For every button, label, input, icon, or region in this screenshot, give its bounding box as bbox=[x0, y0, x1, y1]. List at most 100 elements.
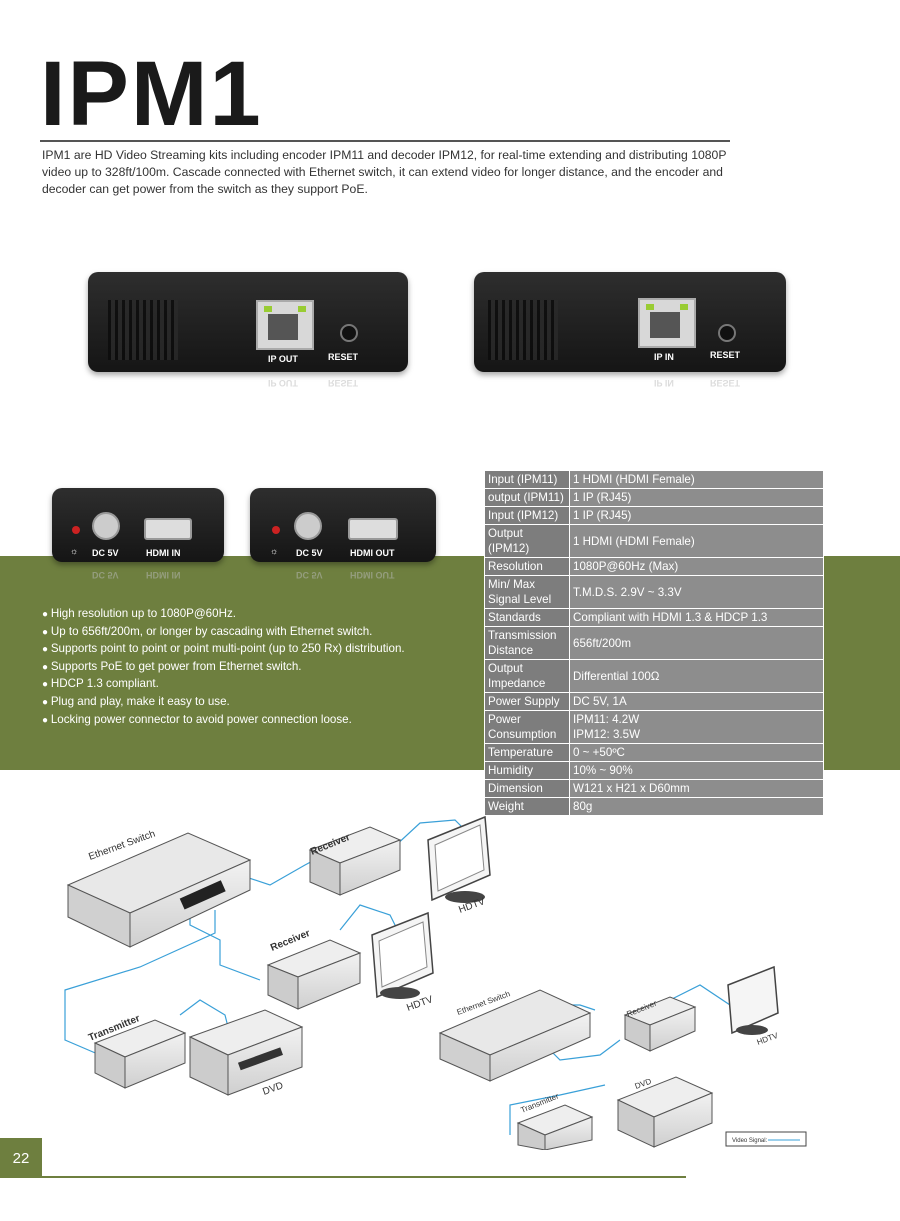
encoder-rear-photo: ☼ DC 5V HDMI IN DC 5V HDMI IN bbox=[52, 488, 224, 580]
dc-reflection: DC 5V bbox=[296, 570, 323, 580]
ip-out-label: IP OUT bbox=[268, 354, 298, 364]
list-item: Supports PoE to get power from Ethernet … bbox=[42, 659, 462, 677]
spec-table: Input (IPM11)1 HDMI (HDMI Female)output … bbox=[484, 470, 824, 816]
list-item: Plug and play, make it easy to use. bbox=[42, 694, 462, 712]
dvd-label: DVD bbox=[261, 1080, 285, 1098]
spec-value: 1 IP (RJ45) bbox=[569, 506, 824, 525]
list-item: Up to 656ft/200m, or longer by cascading… bbox=[42, 624, 462, 642]
spec-value: T.M.D.S. 2.9V ~ 3.3V bbox=[569, 575, 824, 609]
spec-key: Transmission Distance bbox=[484, 626, 570, 660]
list-item: Locking power connector to avoid power c… bbox=[42, 712, 462, 730]
receiver-icon bbox=[266, 939, 362, 1010]
spec-key: Standards bbox=[484, 608, 570, 627]
hdmi-port-icon bbox=[348, 518, 398, 540]
page-title: IPM1 bbox=[40, 43, 263, 145]
hdmi-in-reflection: HDMI IN bbox=[146, 570, 181, 580]
hdtv-icon bbox=[727, 965, 779, 1035]
intro-paragraph: IPM1 are HD Video Streaming kits includi… bbox=[42, 148, 727, 196]
dc-label: DC 5V bbox=[92, 548, 119, 558]
transmitter-icon bbox=[93, 1019, 187, 1089]
transmitter-icon bbox=[516, 1104, 594, 1150]
dc-jack-icon bbox=[92, 512, 120, 540]
hdmi-out-label: HDMI OUT bbox=[350, 548, 395, 558]
table-row: Input (IPM11)1 HDMI (HDMI Female) bbox=[484, 470, 824, 489]
spec-key: output (IPM11) bbox=[484, 488, 570, 507]
reset-label: RESET bbox=[710, 350, 741, 360]
spec-value: DC 5V, 1A bbox=[569, 692, 824, 711]
hdmi-in-label: HDMI IN bbox=[146, 548, 181, 558]
ip-in-label: IP IN bbox=[654, 352, 674, 362]
ip-out-reflection: IP OUT bbox=[268, 378, 298, 388]
spec-key: Dimension bbox=[484, 779, 570, 798]
spec-key: Power Consumption bbox=[484, 710, 570, 744]
spec-value: 10% ~ 90% bbox=[569, 761, 824, 780]
ip-in-reflection: IP IN bbox=[654, 378, 674, 388]
encoder-front-photo: IP OUT RESET IP OUT RESET bbox=[88, 272, 408, 388]
decoder-front-photo: IP IN RESET IP IN RESET bbox=[474, 272, 786, 388]
table-row: output (IPM11)1 IP (RJ45) bbox=[484, 488, 824, 507]
reset-button-icon bbox=[718, 324, 736, 342]
spec-key: Min/ Max Signal Level bbox=[484, 575, 570, 609]
legend-label: Video Signal: bbox=[732, 1138, 768, 1144]
spec-value: 80g bbox=[569, 797, 824, 816]
spec-value: 0 ~ +50ºC bbox=[569, 743, 824, 762]
receiver-icon bbox=[623, 996, 697, 1052]
list-item: Supports point to point or point multi-p… bbox=[42, 641, 462, 659]
sun-icon: ☼ bbox=[270, 546, 279, 556]
spec-value: W121 x H21 x D60mm bbox=[569, 779, 824, 798]
spec-value: IPM11: 4.2W IPM12: 3.5W bbox=[569, 710, 824, 744]
list-item: HDCP 1.3 compliant. bbox=[42, 676, 462, 694]
reset-reflection: RESET bbox=[328, 378, 359, 388]
table-row: Input (IPM12)1 IP (RJ45) bbox=[484, 506, 824, 525]
rj45-port-icon bbox=[638, 298, 696, 348]
spec-value: 656ft/200m bbox=[569, 626, 824, 660]
spec-value: 1080P@60Hz (Max) bbox=[569, 557, 824, 576]
spec-value: 1 HDMI (HDMI Female) bbox=[569, 470, 824, 489]
decoder-rear-photo: ☼ DC 5V HDMI OUT DC 5V HDMI OUT bbox=[250, 488, 436, 580]
reset-label: RESET bbox=[328, 352, 359, 362]
hdtv-icon bbox=[371, 911, 434, 999]
spec-key: Output Impedance bbox=[484, 659, 570, 693]
rj45-port-icon bbox=[256, 300, 314, 350]
dc-label: DC 5V bbox=[296, 548, 323, 558]
spec-key: Resolution bbox=[484, 557, 570, 576]
table-row: Output (IPM12)1 HDMI (HDMI Female) bbox=[484, 524, 824, 558]
dc-jack-icon bbox=[294, 512, 322, 540]
spec-key: Input (IPM11) bbox=[484, 470, 570, 489]
title-divider bbox=[40, 140, 730, 142]
page-number: 22 bbox=[0, 1138, 42, 1178]
feature-list: High resolution up to 1080P@60Hz. Up to … bbox=[42, 606, 462, 729]
spec-key: Power Supply bbox=[484, 692, 570, 711]
ethernet-switch-icon bbox=[66, 832, 252, 948]
spec-value: 1 IP (RJ45) bbox=[569, 488, 824, 507]
spec-value: Differential 100Ω bbox=[569, 659, 824, 693]
vent-grille bbox=[108, 300, 178, 360]
power-led-icon bbox=[72, 526, 80, 534]
power-led-icon bbox=[272, 526, 280, 534]
ethernet-switch-icon bbox=[438, 989, 592, 1082]
vent-grille bbox=[488, 300, 558, 360]
spec-value: 1 HDMI (HDMI Female) bbox=[569, 524, 824, 558]
hdmi-port-icon bbox=[144, 518, 192, 540]
diagram-legend: Video Signal: bbox=[725, 1131, 807, 1147]
reset-reflection: RESET bbox=[710, 378, 741, 388]
dvd-player-icon bbox=[188, 1009, 304, 1096]
hdtv-icon bbox=[427, 815, 491, 903]
reset-button-icon bbox=[340, 324, 358, 342]
receiver-icon bbox=[308, 826, 402, 896]
dc-reflection: DC 5V bbox=[92, 570, 119, 580]
spec-key: Output (IPM12) bbox=[484, 524, 570, 558]
connection-diagram: Ethernet Switch Receiver HDTV Receiver H… bbox=[64, 815, 807, 1150]
spec-key: Humidity bbox=[484, 761, 570, 780]
spec-key: Temperature bbox=[484, 743, 570, 762]
spec-key: Input (IPM12) bbox=[484, 506, 570, 525]
spec-value: Compliant with HDMI 1.3 & HDCP 1.3 bbox=[569, 608, 824, 627]
